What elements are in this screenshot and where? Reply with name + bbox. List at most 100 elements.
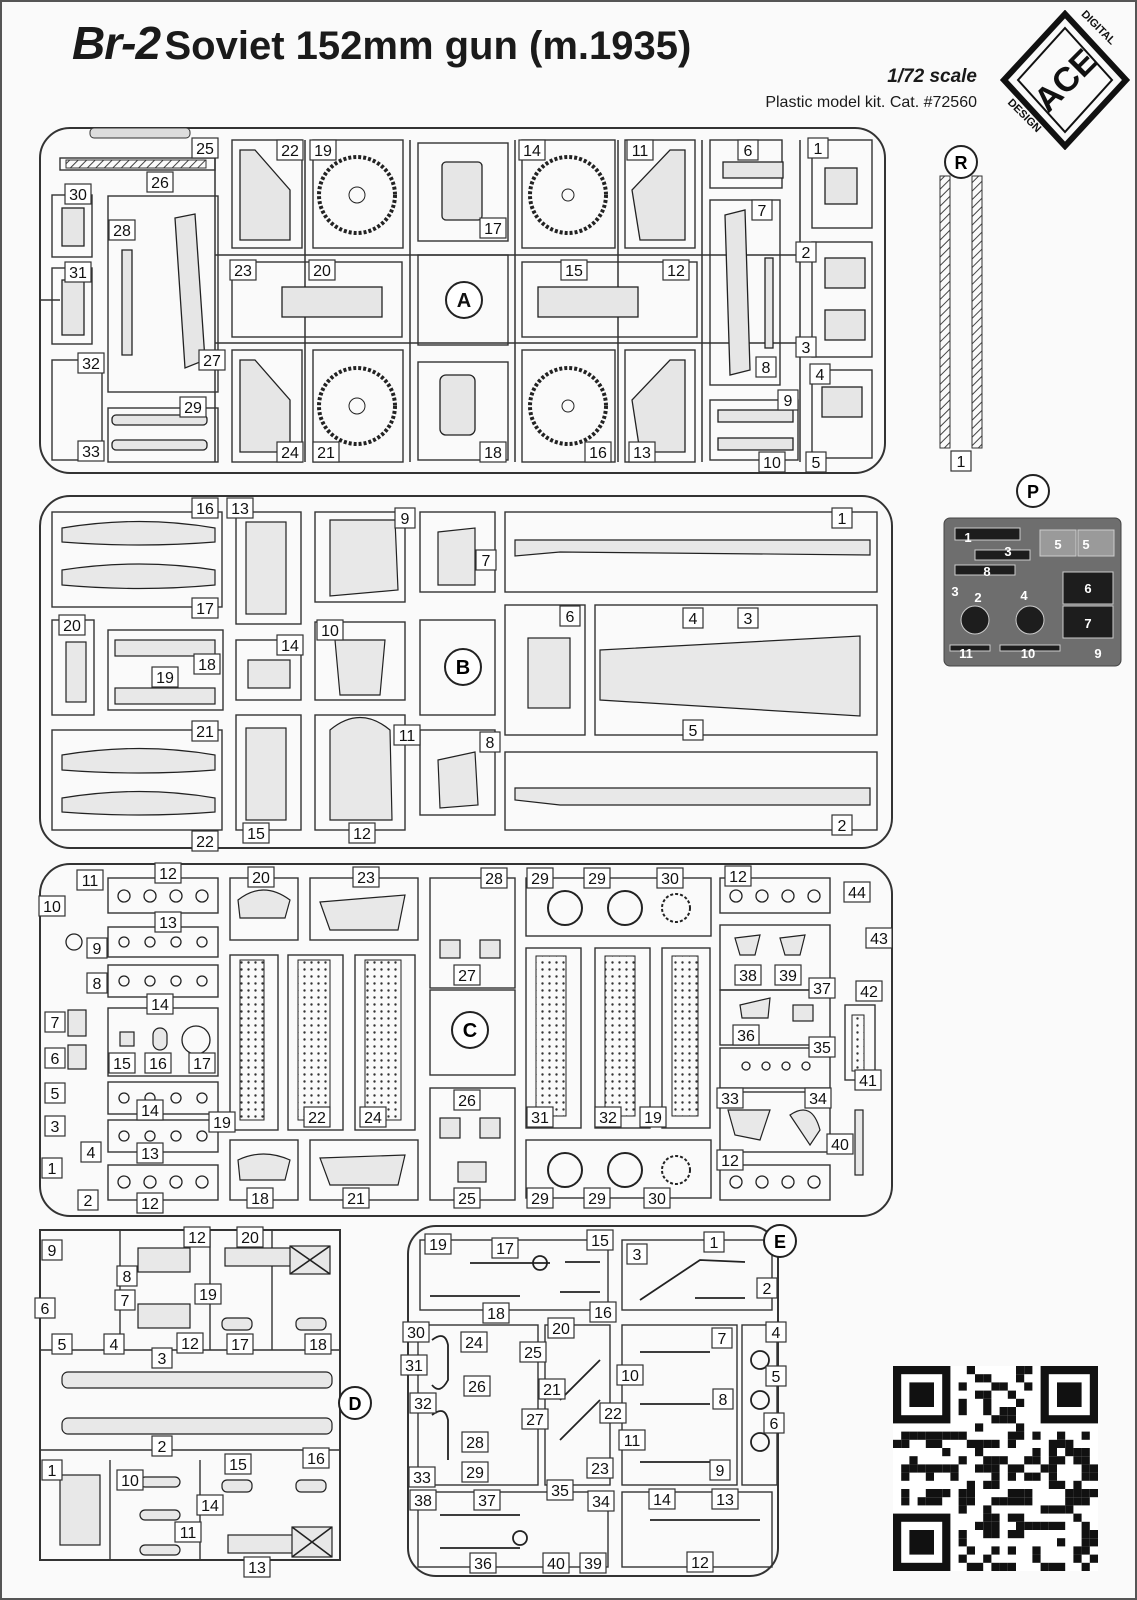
part-number: 17 — [196, 601, 214, 618]
part-number: 15 — [113, 1056, 131, 1073]
part-label-p: 1 — [964, 530, 971, 545]
part-label-a: 31 — [64, 261, 92, 283]
part-label-a: 6 — [737, 139, 759, 161]
part-label-c: 12 — [724, 865, 752, 887]
part-number: 13 — [716, 1492, 734, 1509]
part-number: 31 — [405, 1358, 423, 1375]
part-label-e: 23 — [586, 1457, 614, 1479]
part-label-b: 2 — [831, 814, 853, 836]
part-label-a: 17 — [479, 217, 507, 239]
part-number: 39 — [779, 968, 797, 985]
part-number: 40 — [831, 1137, 849, 1154]
part-label-a: 8 — [755, 356, 777, 378]
part-number: 24 — [364, 1110, 382, 1127]
part-label-b: 20 — [58, 614, 86, 636]
part-label-c: 29 — [583, 1187, 611, 1209]
part-number: 8 — [93, 976, 102, 993]
part-number: 7 — [482, 553, 491, 570]
part-label-c: 18 — [246, 1187, 274, 1209]
part-number: 11 — [624, 1433, 641, 1450]
part-number: 8 — [983, 564, 990, 579]
part-number: 11 — [959, 646, 973, 661]
part-number: 30 — [661, 871, 679, 888]
part-number: 7 — [51, 1015, 60, 1032]
sprue-c: C 11122023282929301244101394382738393742… — [38, 862, 893, 1217]
part-label-b: 4 — [682, 607, 704, 629]
part-number: 29 — [531, 1191, 549, 1208]
part-number: 9 — [401, 511, 410, 528]
part-number: 1 — [964, 530, 971, 545]
part-label-c: 24 — [359, 1106, 387, 1128]
part-label-c: 12 — [716, 1149, 744, 1171]
part-label-e: 36 — [469, 1552, 497, 1574]
part-label-c: 23 — [352, 866, 380, 888]
part-number: 9 — [48, 1243, 57, 1260]
part-number: 10 — [763, 455, 781, 472]
part-number: 18 — [487, 1306, 505, 1323]
part-label-e: 13 — [711, 1488, 739, 1510]
part-label-c: 22 — [303, 1106, 331, 1128]
part-number: 33 — [82, 444, 100, 461]
part-label-a: 10 — [758, 451, 786, 473]
part-number: 6 — [51, 1051, 60, 1068]
part-number: 12 — [188, 1230, 206, 1247]
part-label-c: 15 — [108, 1052, 136, 1074]
part-number: 3 — [951, 584, 958, 599]
part-label-e: 30 — [402, 1321, 430, 1343]
part-label-d: 3 — [151, 1347, 173, 1369]
part-label-c: 27 — [453, 964, 481, 986]
part-number: 19 — [156, 670, 174, 687]
part-number: 19 — [429, 1237, 447, 1254]
part-number: 15 — [229, 1457, 247, 1474]
part-label-c: 39 — [774, 964, 802, 986]
part-label-c: 12 — [154, 862, 182, 884]
part-number: 2 — [974, 590, 981, 605]
part-label-a: 19 — [309, 139, 337, 161]
part-number: 1 — [838, 511, 847, 528]
part-number: 43 — [870, 931, 888, 948]
part-label-c: 2 — [77, 1189, 99, 1211]
part-number: 23 — [357, 870, 375, 887]
part-label-e: 33 — [408, 1466, 436, 1488]
part-number: 32 — [414, 1396, 432, 1413]
part-label-b: 14 — [276, 634, 304, 656]
part-number: 13 — [248, 1560, 266, 1577]
part-label-e: 10 — [616, 1364, 644, 1386]
part-label-c: 19 — [208, 1111, 236, 1133]
part-label-c: 40 — [826, 1133, 854, 1155]
part-number: 27 — [203, 353, 221, 370]
part-label-a: 20 — [308, 259, 336, 281]
sprue-a: A 25262219171411613028312320151227273238… — [39, 127, 886, 474]
part-number: 9 — [93, 941, 102, 958]
part-number: 39 — [584, 1556, 602, 1573]
part-number: 28 — [113, 223, 131, 240]
part-number: 4 — [1020, 588, 1028, 603]
part-label-c: 14 — [146, 993, 174, 1015]
part-number: 29 — [588, 1191, 606, 1208]
part-number: 17 — [484, 221, 502, 238]
part-label-p: 9 — [1094, 646, 1101, 661]
model-name: Br-2 — [72, 17, 161, 69]
part-label-c: 36 — [732, 1024, 760, 1046]
part-number: 19 — [644, 1110, 662, 1127]
part-number: 12 — [159, 866, 177, 883]
part-number: 37 — [813, 981, 831, 998]
part-label-b: 18 — [193, 653, 221, 675]
part-number: 27 — [458, 968, 476, 985]
part-label-e: 26 — [463, 1375, 491, 1397]
part-label-e: 34 — [587, 1490, 615, 1512]
part-label-a: 18 — [479, 441, 507, 463]
part-label-p: 11 — [959, 646, 973, 661]
part-number: 8 — [762, 360, 771, 377]
part-label-a: 7 — [751, 199, 773, 221]
part-label-b: 9 — [394, 507, 416, 529]
part-label-b: 21 — [191, 720, 219, 742]
part-label-c: 29 — [526, 867, 554, 889]
part-label-b: 19 — [151, 666, 179, 688]
part-label-d: 14 — [196, 1494, 224, 1516]
part-number: 5 — [1054, 537, 1061, 552]
part-label-e: 40 — [542, 1552, 570, 1574]
part-label-a: 29 — [179, 396, 207, 418]
